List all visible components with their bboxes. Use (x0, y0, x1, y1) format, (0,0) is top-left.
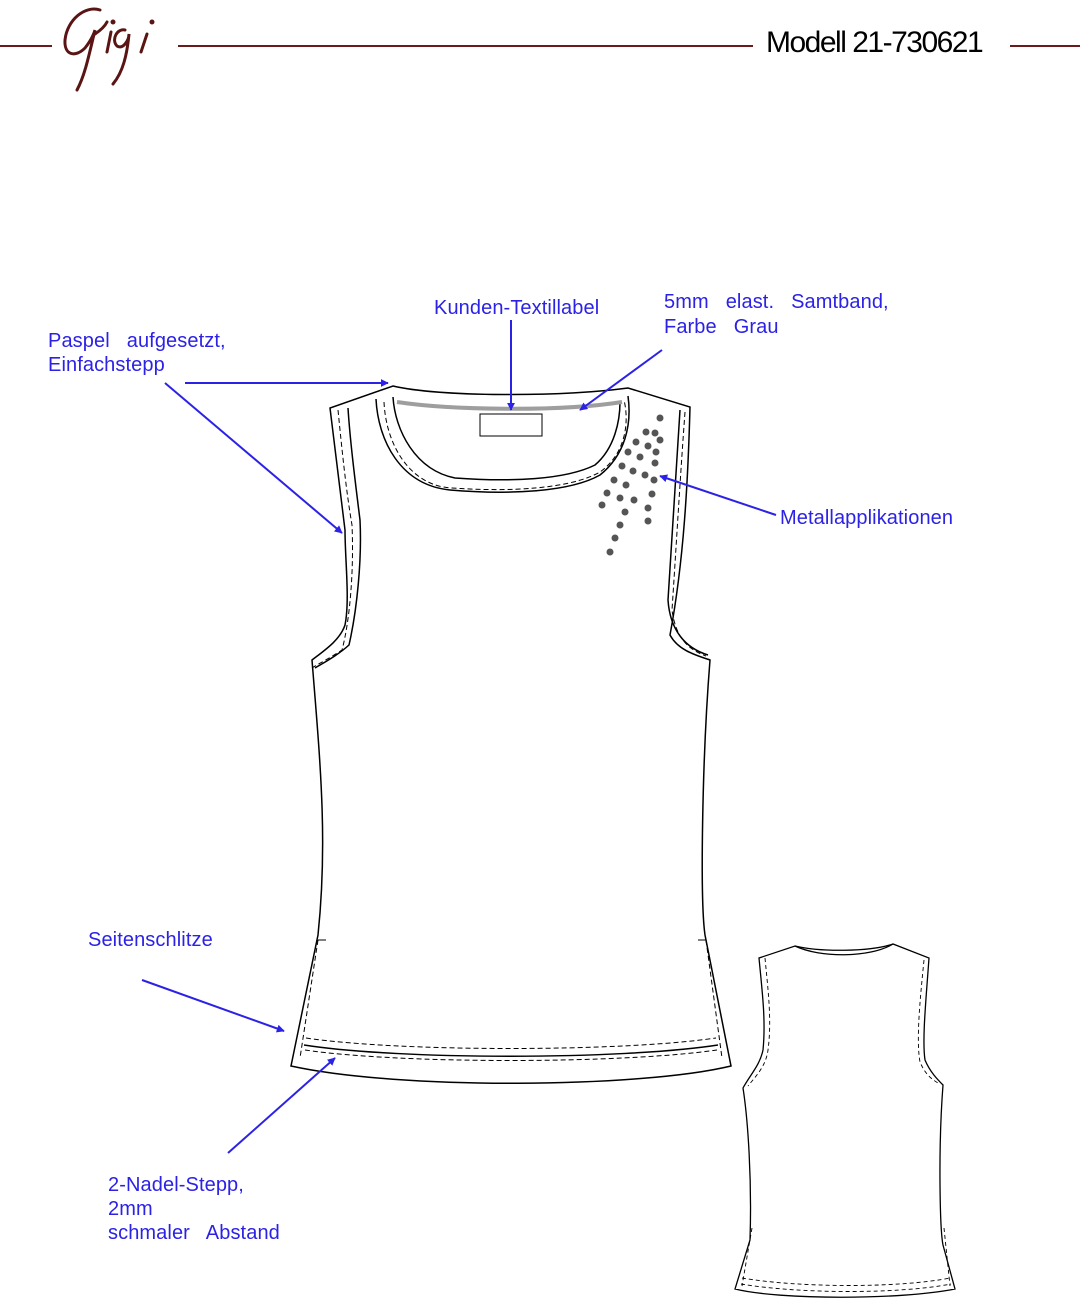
label-samtband-line2: Farbe Grau (664, 316, 779, 338)
back-neckline (794, 943, 894, 956)
front-view (290, 385, 732, 1084)
annotation-arrows (141, 320, 777, 1154)
arrow-paspel-armhole (164, 382, 343, 534)
back-stitching (740, 957, 952, 1292)
front-hem (303, 1044, 719, 1057)
header-rule-middle (178, 45, 753, 47)
label-stepp-line2: 2mm (108, 1198, 153, 1220)
gigi-signature-logo-icon (63, 7, 155, 92)
customer-textile-label (479, 413, 543, 437)
arrow-2-nadel-stepp (227, 1057, 336, 1154)
label-stepp-line3: schmaler Abstand (108, 1222, 280, 1244)
label-stepp-line1: 2-Nadel-Stepp, (108, 1174, 244, 1196)
label-seitenschlitze: Seitenschlitze (88, 929, 213, 951)
front-body-outline (290, 385, 732, 1084)
arrow-metallapplikationen (659, 474, 777, 516)
front-stitching (299, 399, 723, 1061)
back-view (734, 943, 956, 1298)
model-number: Modell 21-730621 (766, 26, 984, 59)
label-paspel-line2: Einfachstepp (48, 354, 165, 376)
label-paspel-line1: Paspel aufgesetzt, (48, 330, 226, 352)
arrow-samtband (579, 349, 663, 411)
front-armhole-right-binding (667, 409, 709, 656)
arrow-seitenschlitze (141, 979, 285, 1033)
front-neckline-outer (375, 395, 630, 493)
metal-applications (598, 414, 664, 556)
front-armhole-left-binding (314, 407, 362, 669)
header-rule-left (0, 45, 52, 47)
label-samtband-line1: 5mm elast. Samtband, (664, 291, 889, 313)
back-body-outline (734, 943, 956, 1298)
front-velvet-band (396, 400, 623, 411)
label-metallapplikationen: Metallapplikationen (780, 507, 954, 529)
front-neckline-inner (392, 396, 621, 481)
label-kunden-textillabel: Kunden-Textillabel (434, 297, 600, 319)
header-rule-right (1010, 45, 1080, 47)
